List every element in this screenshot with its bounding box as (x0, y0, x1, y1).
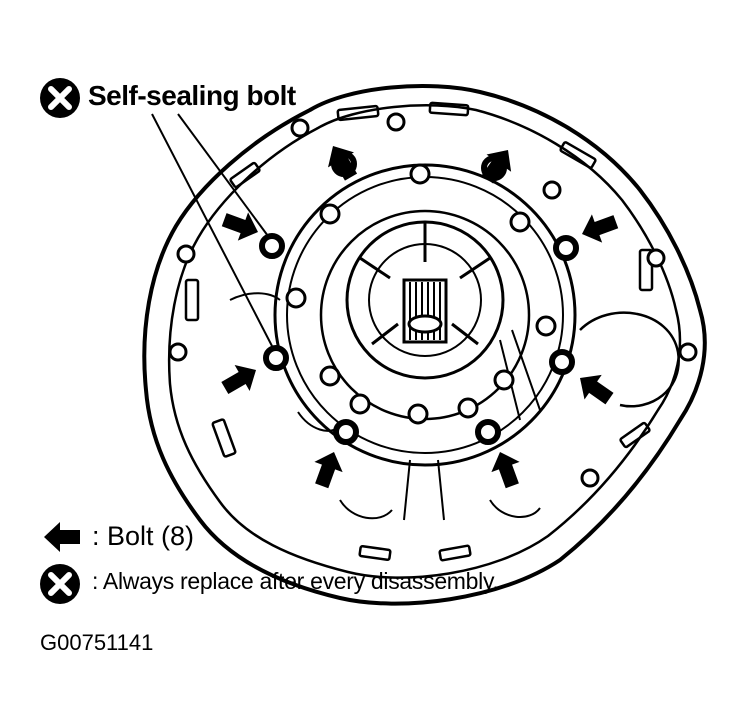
x-circle-icon (40, 564, 80, 604)
housing-outline (142, 84, 707, 606)
legend-bolt-text: : Bolt (8) (92, 521, 195, 551)
x-circle-icon (40, 78, 80, 118)
bell-bulge (579, 311, 680, 408)
arrow-left-icon (44, 522, 80, 552)
figure-id: G00751141 (40, 630, 154, 655)
inner-bolts (285, 163, 557, 425)
stator-spokes (359, 222, 491, 346)
housing-holes (168, 112, 698, 488)
legend-replace-text: : Always replace after every disassembly… (92, 568, 499, 594)
callout-leaders (151, 113, 273, 347)
self-sealing-bolt-label: Self-sealing bolt (88, 80, 296, 111)
housing-slots (184, 101, 654, 562)
input-shaft (402, 278, 448, 344)
housing-inner-outline (167, 104, 682, 579)
